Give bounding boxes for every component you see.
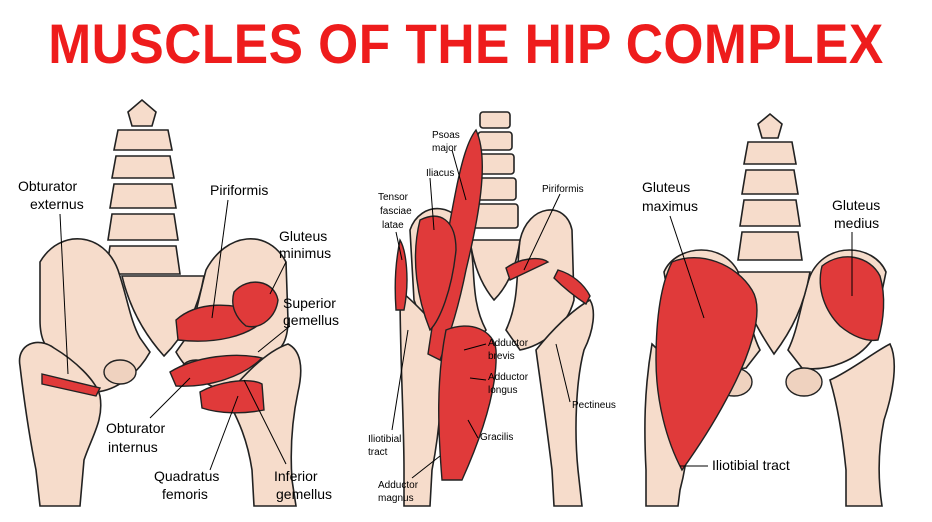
label-adductor-brevis-2: brevis (488, 351, 515, 362)
label-psoas-major-1: Psoas (432, 130, 460, 141)
label-quadratus-femoris-2: femoris (162, 486, 208, 502)
label-adductor-magnus-2: magnus (378, 493, 414, 504)
label-iliotibial-tract-superficial: Iliotibial tract (712, 457, 790, 473)
label-piriformis: Piriformis (210, 182, 268, 198)
label-iliotibial-tract-1: Iliotibial (368, 434, 401, 445)
anterior-sacrum (469, 239, 521, 302)
iliacus-muscle (414, 215, 457, 332)
gluteus-maximus-muscle (655, 257, 758, 472)
label-gluteus-maximus-2: maximus (642, 198, 698, 214)
label-superior-gemellus-2: gemellus (283, 312, 339, 328)
label-gluteus-minimus-2: minimus (279, 245, 331, 261)
label-iliacus: Iliacus (426, 168, 454, 179)
label-inferior-gemellus-2: gemellus (276, 486, 332, 502)
label-gluteus-medius-2: medius (834, 215, 879, 231)
label-gluteus-minimus-1: Gluteus (279, 228, 327, 244)
tensor-fasciae-latae-muscle (394, 238, 408, 311)
pectineus-muscle (553, 269, 591, 306)
label-tensor-fasciae-latae-3: latae (382, 220, 404, 231)
label-quadratus-femoris-1: Quadratus (154, 468, 219, 484)
panel-superficial-posterior: Gluteus maximus Gluteus medius Iliotibia… (642, 112, 896, 507)
label-obturator-externus-2: externus (30, 196, 84, 212)
label-adductor-brevis-1: Adductor (488, 338, 529, 349)
gluteus-minimus-muscle (232, 281, 279, 328)
label-piriformis-anterior: Piriformis (542, 184, 584, 195)
label-gracilis: Gracilis (480, 432, 513, 443)
adductor-group-muscle (438, 325, 497, 481)
label-psoas-major-2: major (432, 143, 458, 154)
gluteus-medius-muscle (819, 256, 885, 342)
anterior-piriformis-muscle (505, 257, 550, 281)
label-adductor-longus-2: longus (488, 385, 517, 396)
label-obturator-internus-1: Obturator (106, 420, 165, 436)
label-gluteus-medius-1: Gluteus (832, 197, 880, 213)
label-iliotibial-tract-2: tract (368, 447, 388, 458)
label-superior-gemellus-1: Superior (283, 295, 336, 311)
panel-deep-posterior: Obturator externus Piriformis Gluteus mi… (18, 98, 339, 507)
superficial-spine (737, 112, 803, 261)
label-obturator-externus-1: Obturator (18, 178, 77, 194)
obturator-externus-muscle (41, 373, 102, 397)
label-tensor-fasciae-latae-2: fasciae (380, 206, 412, 217)
label-pectineus: Pectineus (572, 400, 616, 411)
label-tensor-fasciae-latae-1: Tensor (378, 192, 409, 203)
label-inferior-gemellus-1: Inferior (274, 468, 318, 484)
label-adductor-longus-1: Adductor (488, 372, 529, 383)
obturator-internus-muscle (169, 354, 264, 387)
anterior-right-femur (535, 298, 595, 507)
label-gluteus-maximus-1: Gluteus (642, 179, 690, 195)
label-adductor-magnus-1: Adductor (378, 480, 419, 491)
label-obturator-internus-2: internus (108, 439, 158, 455)
lumbar-spine (105, 98, 181, 275)
panel-anterior: Psoas major Iliacus Tensor fasciae latae… (368, 111, 616, 507)
page-title: MUSCLES OF THE HIP COMPLEX (48, 12, 884, 75)
superficial-right-femur (829, 342, 896, 507)
sacrum (120, 275, 205, 358)
